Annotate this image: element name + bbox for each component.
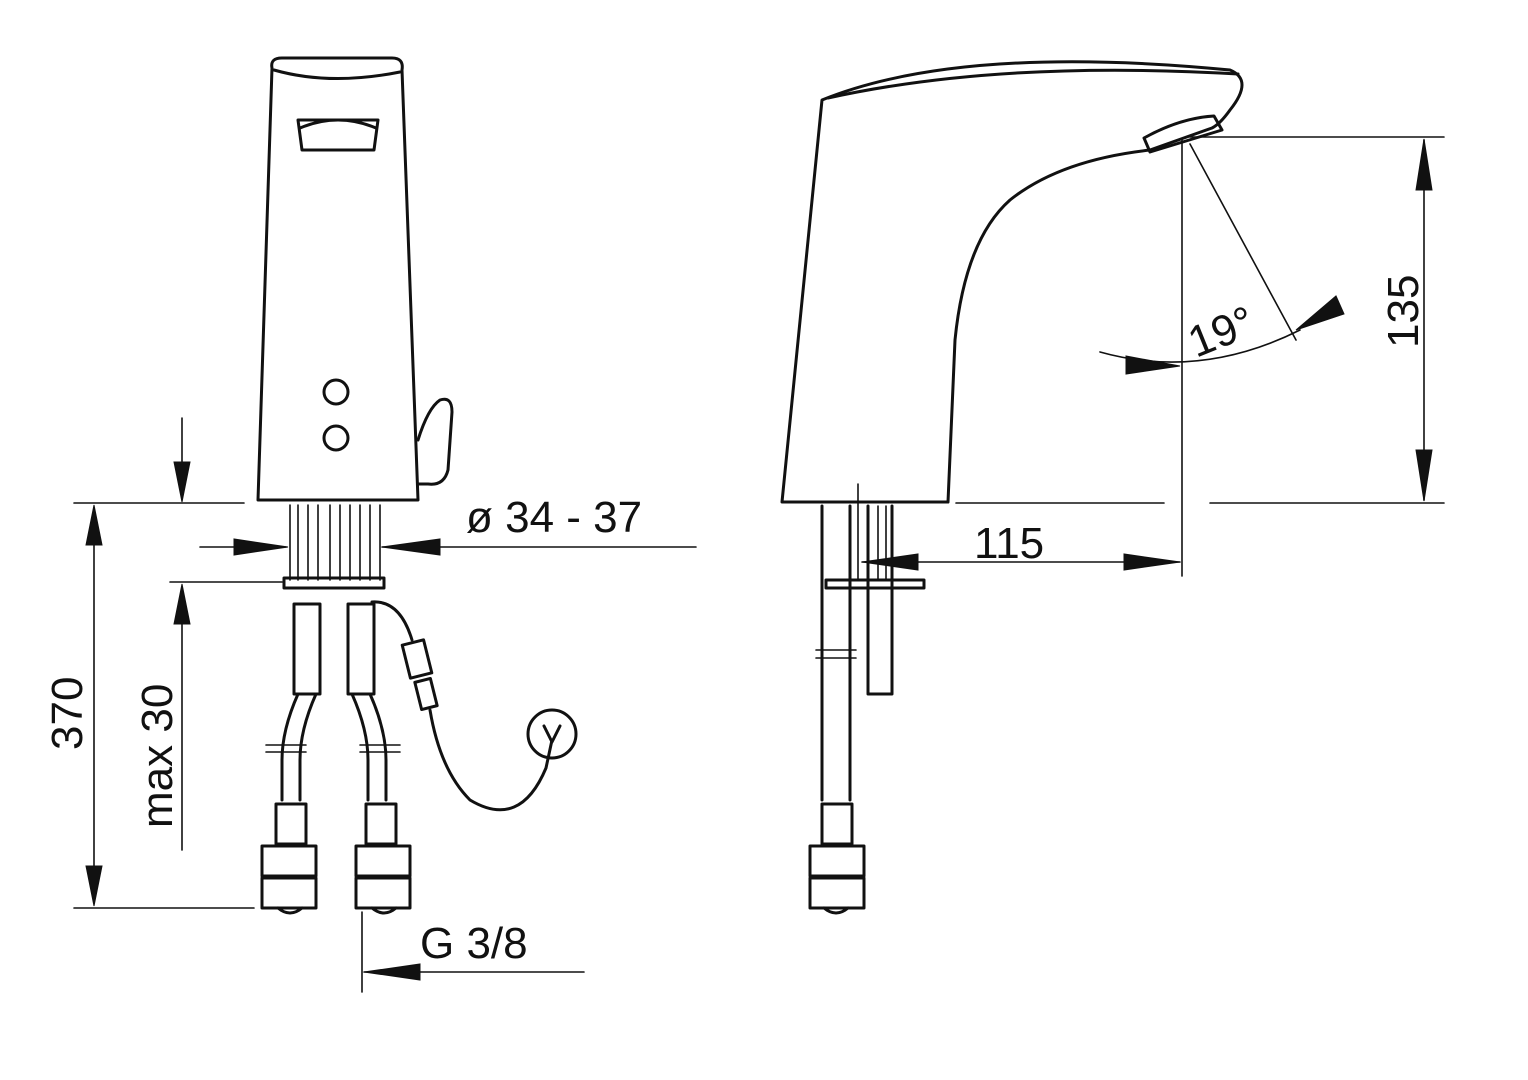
dim-370-label: 370 [43,677,92,750]
front-view: 370 max 30 ø 34 - 37 G 3/8 [43,56,697,993]
dim-max-30-label: max 30 [133,684,182,828]
connection-nut-left [260,802,318,915]
dimension-370: 370 [43,502,255,909]
dimension-135: 135 [1189,136,1445,504]
faucet-body-front [256,56,420,502]
sensor-cable [370,600,578,812]
connection-nut-right [354,802,412,915]
faucet-body-side [780,60,1244,504]
dimension-thread: G 3/8 [361,911,585,993]
dimension-115: 115 [857,139,1183,581]
hose-fitting-left [265,602,322,802]
sensor-window-icon [322,424,350,452]
side-mounting-plate [824,578,926,590]
mounting-rods [289,504,381,581]
dim-135-label: 135 [1379,275,1428,348]
cable-end-icon [526,708,578,760]
mounting-plate [282,576,386,590]
dimension-hole-diameter: ø 34 - 37 [199,493,697,556]
dim-hole-label: ø 34 - 37 [466,493,642,542]
sensor-window-icon [322,378,350,406]
side-view: 115 135 19° [780,60,1445,915]
side-connection-nut [808,802,866,915]
dim-thread-label: G 3/8 [420,919,528,968]
side-mounting-rods [815,504,926,802]
side-lever [416,397,454,486]
hose-fitting-right [346,602,401,802]
dim-angle-label: 19° [1181,297,1261,367]
dimension-angle: 19° [1099,143,1345,375]
dim-115-label: 115 [974,519,1044,568]
dimension-max-30: max 30 [133,417,283,851]
